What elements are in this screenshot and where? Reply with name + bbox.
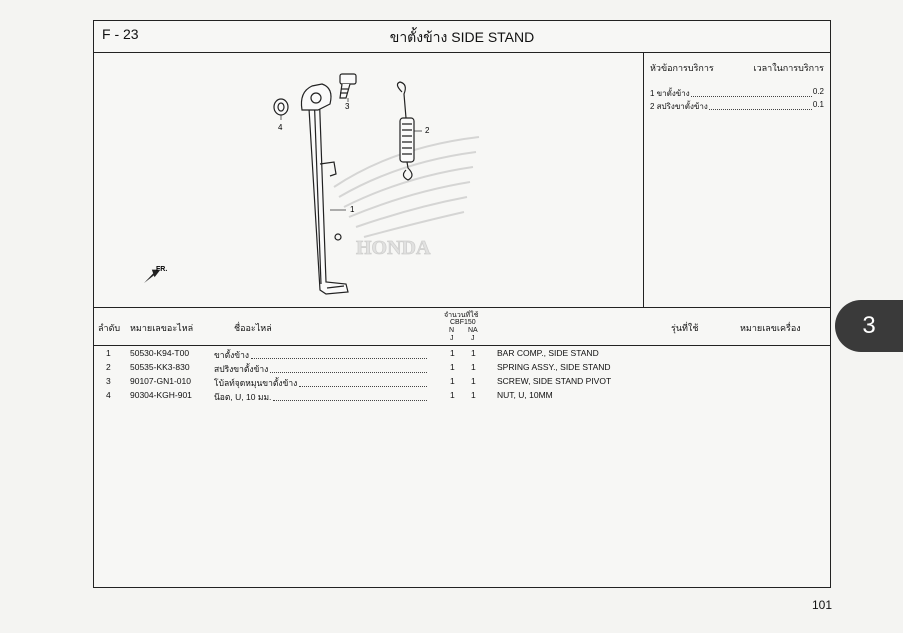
svg-text:HONDA: HONDA xyxy=(356,237,431,259)
row-qty-na: 1 xyxy=(471,390,476,400)
pivot-bolt xyxy=(339,73,357,99)
section-tab: 3 xyxy=(835,300,903,352)
service-row: 2 สปริงขาตั้งข้าง 0.1 xyxy=(650,100,824,113)
col-n: N xyxy=(449,327,455,334)
row-part-no: 50535-KK3-830 xyxy=(130,362,190,372)
service-row-value: 0.2 xyxy=(812,87,824,96)
row-part-no: 90304-KGH-901 xyxy=(130,390,192,400)
side-stand-bar xyxy=(300,83,349,295)
page-header: F - 23 ขาตั้งข้าง SIDE STAND xyxy=(94,21,830,53)
row-name-en: BAR COMP., SIDE STAND xyxy=(497,348,599,358)
row-no: 3 xyxy=(106,376,111,386)
row-name-en: SCREW, SIDE STAND PIVOT xyxy=(497,376,612,386)
col-model: CBF150 xyxy=(450,319,476,326)
callout-4: 4 xyxy=(278,123,283,132)
row-qty-na: 1 xyxy=(471,362,476,372)
table-row: 1 50530-K94-T00 ขาตั้งข้าง 1 1 BAR COMP.… xyxy=(94,348,830,362)
service-item-heading: หัวข้อการบริการ xyxy=(650,63,714,73)
row-part-no: 90107-GN1-010 xyxy=(130,376,191,386)
row-name-th: ขาตั้งข้าง xyxy=(214,348,429,362)
u-nut xyxy=(273,98,289,116)
row-qty-n: 1 xyxy=(450,376,455,386)
col-used-on: รุ่นที่ใช้ xyxy=(671,323,699,333)
row-no: 1 xyxy=(106,348,111,358)
row-name-en: SPRING ASSY., SIDE STAND xyxy=(497,362,611,372)
col-part-name: ชื่ออะไหล่ xyxy=(234,323,272,333)
parts-table-header: ลำดับ หมายเลขอะไหล่ ชื่ออะไหล่ จำนวนที่ใ… xyxy=(94,307,830,346)
service-time-panel: หัวข้อการบริการ เวลาในการบริการ 1 ขาตั้ง… xyxy=(644,52,830,307)
row-no: 4 xyxy=(106,390,111,400)
col-no: ลำดับ xyxy=(98,323,121,333)
figure-id: F - 23 xyxy=(102,26,139,42)
service-row-label: 1 ขาตั้งข้าง xyxy=(650,89,690,98)
table-row: 2 50535-KK3-830 สปริงขาตั้งข้าง 1 1 SPRI… xyxy=(94,362,830,376)
service-row-value: 0.1 xyxy=(812,100,824,109)
col-na: NA xyxy=(468,327,478,334)
parts-diagram: HONDA xyxy=(94,52,644,307)
callout-1: 1 xyxy=(350,205,355,214)
page-number: 101 xyxy=(812,598,833,612)
service-row-label: 2 สปริงขาตั้งข้าง xyxy=(650,102,708,111)
callout-3: 3 xyxy=(345,102,350,111)
col-j1: J xyxy=(450,335,454,342)
col-part-no: หมายเลขอะไหล่ xyxy=(130,323,194,333)
catalog-frame: F - 23 ขาตั้งข้าง SIDE STAND HONDA xyxy=(93,20,831,588)
callout-2: 2 xyxy=(425,126,430,135)
row-name-th: สปริงขาตั้งข้าง xyxy=(214,362,429,376)
row-qty-na: 1 xyxy=(471,376,476,386)
row-qty-n: 1 xyxy=(450,390,455,400)
front-arrow-icon: FR. xyxy=(143,266,167,284)
row-qty-n: 1 xyxy=(450,362,455,372)
row-qty-n: 1 xyxy=(450,348,455,358)
stand-spring xyxy=(396,81,415,181)
table-row: 4 90304-KGH-901 น๊อต, U, 10 มม. 1 1 NUT,… xyxy=(94,390,830,404)
row-name-en: NUT, U, 10MM xyxy=(497,390,553,400)
service-time-heading: เวลาในการบริการ xyxy=(753,63,824,73)
col-j2: J xyxy=(471,335,475,342)
col-qty-title: จำนวนที่ใช้ xyxy=(444,312,479,319)
leader-lines xyxy=(280,98,422,211)
row-name-th: น๊อต, U, 10 มม. xyxy=(214,390,429,404)
exploded-view-illustration: HONDA xyxy=(143,73,480,295)
col-engine-no: หมายเลขเครื่อง xyxy=(740,323,801,333)
service-row: 1 ขาตั้งข้าง 0.2 xyxy=(650,87,824,100)
row-name-th: โบ้ลท์จุดหมุนขาตั้งข้าง xyxy=(214,376,429,390)
page-title: ขาตั้งข้าง SIDE STAND xyxy=(389,29,535,45)
row-part-no: 50530-K94-T00 xyxy=(130,348,190,358)
svg-text:FR.: FR. xyxy=(156,266,167,273)
row-no: 2 xyxy=(106,362,111,372)
row-qty-na: 1 xyxy=(471,348,476,358)
table-row: 3 90107-GN1-010 โบ้ลท์จุดหมุนขาตั้งข้าง … xyxy=(94,376,830,390)
